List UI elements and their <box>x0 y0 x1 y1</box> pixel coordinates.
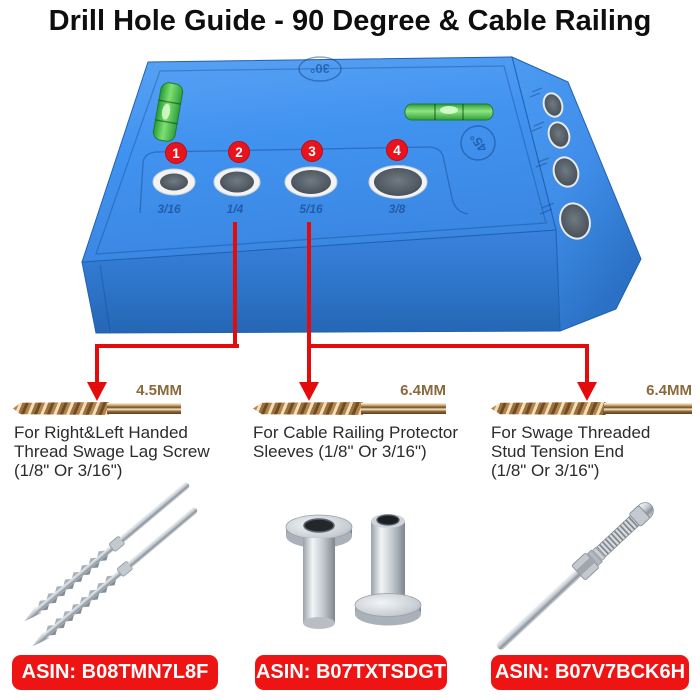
drill-bit-image-2 <box>253 402 446 415</box>
drill-jig-illustration: 30° 45° <box>81 56 642 334</box>
hole-number-badge-3: 3 <box>301 140 323 162</box>
drill-bit-flutes <box>13 402 109 415</box>
drill-bit-image-1 <box>13 402 181 415</box>
level-vial-vertical <box>152 82 184 142</box>
swage-stud-image <box>496 502 654 650</box>
arrow-stem-right <box>585 346 589 384</box>
description-column-2: For Cable Railing Protector Sleeves (1/8… <box>253 423 488 461</box>
hole-number-badge-1: 1 <box>165 142 187 164</box>
description-line: Stud Tension End <box>491 442 624 461</box>
asin-badge-2: ASIN: B07TXTSDGT <box>255 655 447 690</box>
sleeve-flange-up <box>285 514 353 629</box>
hole-number-4: 4 <box>393 143 401 158</box>
hole-size-label-2: 1/4 <box>227 202 244 216</box>
description-line: For Cable Railing Protector <box>253 423 459 442</box>
level-vial-horizontal <box>404 103 494 121</box>
drill-bit-shank <box>107 403 181 414</box>
hole-size-label-1: 3/16 <box>157 202 181 216</box>
drill-bit-shank <box>361 403 446 414</box>
pointer-line-hole2 <box>233 222 237 348</box>
arrow-stem-left <box>95 346 99 384</box>
hole-size-label-4: 3/8 <box>389 202 406 216</box>
guide-hole-3 <box>284 166 338 198</box>
guide-hole-2 <box>213 167 261 197</box>
angle-30-mark: 30° <box>298 56 342 82</box>
hole-number-badge-2: 2 <box>228 141 250 163</box>
protector-sleeves-image <box>285 514 422 629</box>
drill-bit-flutes <box>491 402 606 415</box>
guide-hole-4 <box>368 165 428 199</box>
arrow-stem-middle <box>307 346 311 384</box>
description-line: Sleeves (1/8" Or 3/16") <box>253 442 427 461</box>
description-line: For Swage Threaded <box>491 423 651 442</box>
side-hole-4 <box>559 202 591 240</box>
jig-hole-panel-outline <box>139 146 469 215</box>
lag-screw-2 <box>32 507 198 647</box>
description-column-3: For Swage Threaded Stud Tension End (1/8… <box>491 423 700 480</box>
asin-badge-1: ASIN: B08TMN7L8F <box>12 655 218 690</box>
description-line: For Right&Left Handed <box>14 423 188 442</box>
jig-top-face <box>81 56 557 263</box>
bit-size-label-2: 6.4MM <box>400 382 446 399</box>
side-hole-1 <box>542 92 564 118</box>
asin-badge-3: ASIN: B07V7BCK6H <box>491 655 689 690</box>
page-title: Drill Hole Guide - 90 Degree & Cable Rai… <box>48 5 652 37</box>
hole-number-2: 2 <box>235 145 243 160</box>
arrow-down-icon <box>87 382 107 401</box>
swage-stud <box>496 502 654 650</box>
drill-bit-image-3 <box>491 402 692 415</box>
lag-screws-image <box>24 482 198 647</box>
description-column-1: For Right&Left Handed Thread Swage Lag S… <box>14 423 249 480</box>
side-hole-3 <box>552 156 580 188</box>
description-line: (1/8" Or 3/16") <box>14 461 123 480</box>
side-hole-2 <box>547 121 571 149</box>
description-line: Thread Swage Lag Screw <box>14 442 210 461</box>
pointer-line-horizontal-right <box>307 344 589 348</box>
hole-number-1: 1 <box>172 146 180 161</box>
angle-30-label: 30° <box>310 61 330 76</box>
pointer-line-hole3 <box>307 222 311 348</box>
sleeve-flange-down <box>354 514 422 626</box>
side-hole-engravings <box>529 87 555 215</box>
pointer-line-horizontal-left <box>95 344 239 348</box>
bit-size-label-3: 6.4MM <box>646 382 692 399</box>
drill-bit-flutes <box>253 402 363 415</box>
hole-size-label-3: 5/16 <box>299 202 323 216</box>
bit-size-label-1: 4.5MM <box>136 382 182 399</box>
hole-number-badge-4: 4 <box>386 139 408 161</box>
lag-screw-1 <box>24 482 190 622</box>
guide-hole-1 <box>152 168 196 196</box>
drill-bit-shank <box>603 403 692 414</box>
arrow-down-icon <box>577 382 597 401</box>
arrow-down-icon <box>299 382 319 401</box>
jig-top-inset-line <box>95 65 547 255</box>
hole-number-3: 3 <box>308 144 316 159</box>
description-line: (1/8" Or 3/16") <box>491 461 600 480</box>
jig-front-edge-line <box>99 264 111 332</box>
